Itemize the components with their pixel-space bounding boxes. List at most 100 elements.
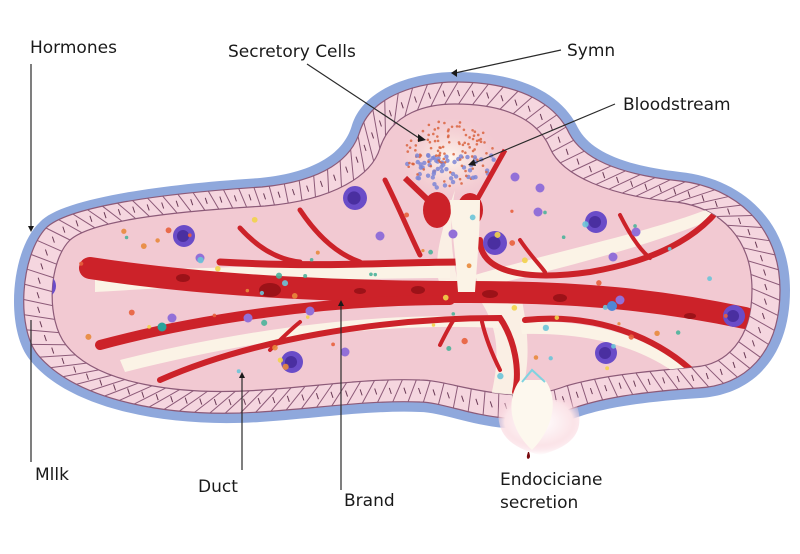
granule — [432, 132, 435, 136]
particle — [331, 342, 335, 347]
cell-wall — [749, 315, 775, 331]
cell-wall — [148, 389, 180, 408]
granule — [426, 138, 430, 142]
granule — [438, 160, 442, 164]
cell-wall — [729, 351, 751, 369]
cell-nucleus-mark — [764, 283, 768, 291]
cell-nucleus-mark — [44, 249, 48, 256]
cell-nucleus-mark — [36, 292, 40, 299]
cell-nucleus-mark — [62, 226, 66, 233]
particle — [428, 249, 433, 255]
red-blood-cell — [259, 283, 281, 297]
cell-wall — [404, 87, 414, 117]
cell-nucleus-mark — [475, 398, 479, 405]
cell-nucleus-mark — [457, 89, 461, 97]
cell-wall — [452, 385, 459, 409]
cell-wall — [132, 200, 150, 217]
particle — [466, 263, 472, 269]
granule — [439, 168, 445, 174]
cell-nucleus-mark — [219, 196, 223, 203]
granule — [455, 125, 459, 128]
cell-wall — [595, 170, 626, 185]
cell-nucleus-mark — [51, 236, 55, 243]
granule — [471, 149, 475, 153]
particle — [303, 273, 308, 278]
cell-wall — [192, 192, 206, 211]
granule — [444, 166, 449, 172]
granule — [412, 162, 415, 166]
duct-stem — [450, 200, 480, 292]
particle — [723, 313, 728, 318]
leader-arrowheads — [28, 69, 476, 378]
label-hormones: Hormones — [30, 38, 117, 58]
particle — [633, 224, 637, 228]
particle — [404, 212, 410, 218]
cell-nucleus-mark — [662, 377, 666, 384]
cell-wall — [194, 391, 222, 413]
particle — [675, 330, 681, 335]
cell-nucleus-mark — [471, 90, 475, 97]
particle — [497, 372, 504, 380]
vesicle — [631, 227, 641, 237]
cell-nucleus-mark — [403, 387, 407, 394]
granule — [450, 179, 456, 185]
cell-nucleus-mark — [161, 202, 165, 209]
vesicle — [615, 295, 625, 305]
granule — [458, 154, 464, 159]
particle — [421, 248, 425, 253]
cell-wall — [607, 376, 619, 398]
granule — [468, 146, 471, 149]
cell-nucleus-mark — [103, 212, 107, 219]
arrowhead-hormones — [28, 226, 34, 232]
leader-symn — [454, 49, 562, 74]
particle — [128, 309, 135, 316]
particle — [165, 227, 172, 234]
cell-wall — [499, 90, 519, 110]
cell-nucleus-mark — [345, 390, 349, 397]
granule — [438, 146, 441, 149]
particle — [79, 261, 84, 266]
cell-nucleus-mark — [85, 373, 89, 380]
lymphocyte-nucleus — [347, 191, 361, 205]
cell-wall — [255, 388, 278, 413]
cell-wall — [649, 181, 686, 200]
cell-nucleus-mark — [277, 191, 281, 198]
cell-wall — [525, 104, 546, 121]
cell-nucleus-mark — [400, 102, 404, 109]
cell-wall — [163, 390, 194, 410]
cell-wall — [238, 188, 248, 208]
duct-exit-cap — [521, 368, 546, 383]
granule — [427, 123, 431, 127]
particle — [187, 233, 192, 238]
vessel-stem-right — [475, 148, 508, 200]
label-secretory-cells: Secretory Cells — [228, 42, 356, 62]
cell-wall — [50, 362, 87, 369]
particle — [309, 258, 314, 262]
cell-wall — [622, 177, 656, 194]
label-bloodstream: Bloodstream — [623, 95, 731, 115]
cell-nucleus-mark — [61, 357, 65, 365]
cell-nucleus-mark — [37, 306, 41, 313]
cell-nucleus-mark — [75, 220, 79, 227]
granule — [414, 149, 417, 152]
red-blood-cells — [176, 274, 696, 319]
particle — [582, 221, 589, 228]
cell-nucleus-mark — [146, 204, 150, 211]
cell-nucleus-mark — [257, 397, 261, 405]
cell-wall — [751, 301, 779, 316]
particle — [605, 366, 610, 371]
cell-wall — [691, 366, 710, 388]
leader-lines — [30, 49, 616, 490]
granule — [476, 133, 480, 137]
cell-nucleus-mark — [763, 269, 767, 276]
granule — [475, 139, 479, 143]
granule — [415, 159, 420, 165]
granule — [470, 155, 474, 158]
cell-wall — [751, 287, 780, 301]
particle — [628, 334, 634, 340]
cell-nucleus-mark — [141, 391, 145, 398]
cell-nucleus-mark — [500, 95, 504, 102]
granule — [472, 134, 476, 138]
cell-wall — [747, 260, 779, 271]
cell-nucleus-mark — [374, 388, 378, 395]
